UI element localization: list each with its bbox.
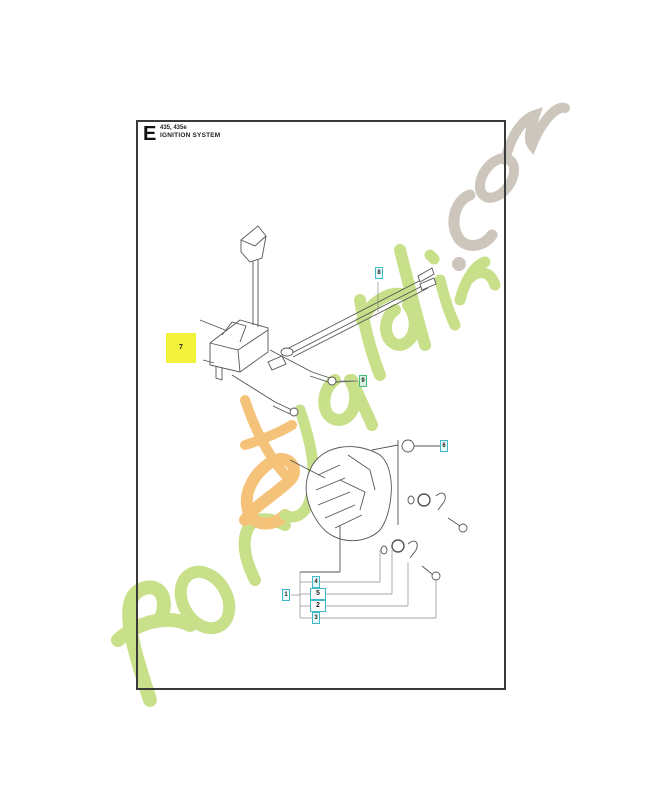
flywheel-drawing xyxy=(289,446,392,573)
callout-9[interactable]: 9 xyxy=(359,375,367,387)
watermark-dot xyxy=(452,257,466,271)
callout-7[interactable]: 7 xyxy=(166,333,196,363)
section-title: IGNITION SYSTEM xyxy=(160,132,221,139)
callout-3[interactable]: 3 xyxy=(312,612,320,624)
watermark-letter-o xyxy=(174,565,236,635)
watermark-letter-d xyxy=(380,244,431,352)
watermark-letter-c xyxy=(448,189,498,251)
watermark-letter-t xyxy=(240,395,297,485)
watermark-letter-n xyxy=(454,256,501,306)
section-letter: E xyxy=(143,123,157,145)
diagram-frame xyxy=(136,120,506,690)
callout-8[interactable]: 8 xyxy=(375,267,383,279)
callout-5[interactable]: 5 xyxy=(310,588,326,600)
callout-1[interactable]: 1 xyxy=(282,589,290,601)
model-numbers: 435, 435e xyxy=(160,125,187,131)
pawl-and-spring-drawings xyxy=(371,439,468,581)
callout-2[interactable]: 2 xyxy=(310,600,326,612)
ignition-module-drawing xyxy=(199,225,269,381)
callout-6[interactable]: 6 xyxy=(440,440,448,452)
watermark-letter-m xyxy=(500,102,570,165)
watermark-letter-a xyxy=(318,374,378,431)
callout-4[interactable]: 4 xyxy=(312,576,320,588)
wire-lead-drawing xyxy=(267,267,437,371)
callout-leader-lines xyxy=(291,282,437,619)
watermark-letter-i xyxy=(424,249,461,331)
